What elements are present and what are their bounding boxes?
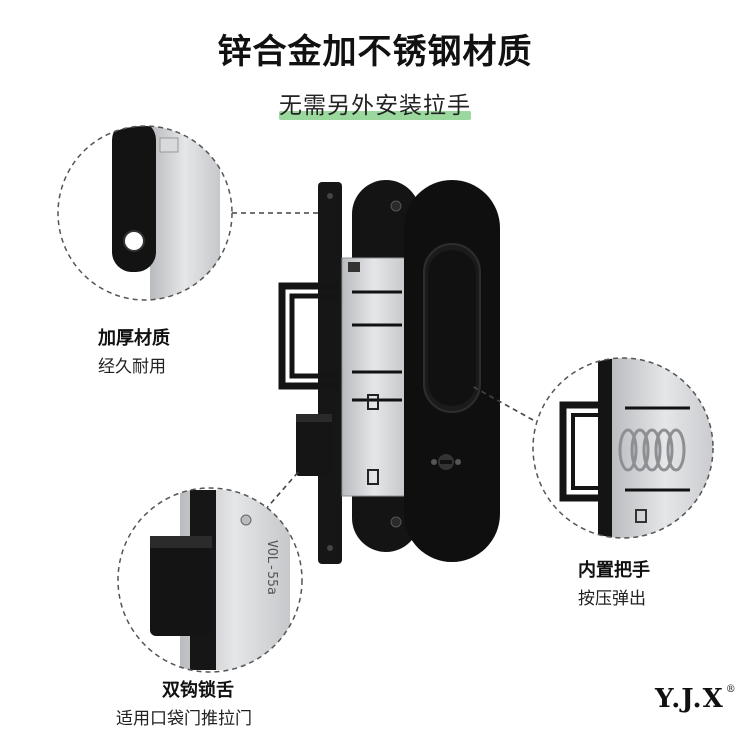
- feature-desc-thickness: 经久耐用: [98, 357, 166, 377]
- callout-thickness: [57, 125, 233, 301]
- leader-line-handle: [469, 384, 534, 421]
- faceplate: [318, 182, 342, 564]
- feature-title-thickness: 加厚材质: [98, 328, 170, 349]
- spring: [618, 428, 686, 472]
- pull-handle: [278, 282, 338, 390]
- callout-hook-bolt: VOL-55a: [117, 487, 303, 673]
- page-title: 锌合金加不锈钢材质: [217, 32, 533, 72]
- engraving-text: VOL-55a: [264, 540, 279, 595]
- feature-desc-handle: 按压弹出: [578, 589, 646, 609]
- page-subtitle: 无需另外安装拉手: [273, 86, 477, 120]
- hook-bolt: [296, 414, 332, 476]
- lock-body: [278, 180, 500, 564]
- brand-logo: Y.J.X®: [655, 684, 737, 714]
- feature-desc-hook-bolt: 适用口袋门推拉门: [116, 709, 252, 729]
- steel-case: [341, 257, 407, 497]
- feature-title-hook-bolt: 双钩锁舌: [162, 680, 234, 701]
- leader-line-bolt: [264, 469, 301, 511]
- feature-title-handle: 内置把手: [578, 560, 650, 581]
- callout-handle: [532, 357, 714, 539]
